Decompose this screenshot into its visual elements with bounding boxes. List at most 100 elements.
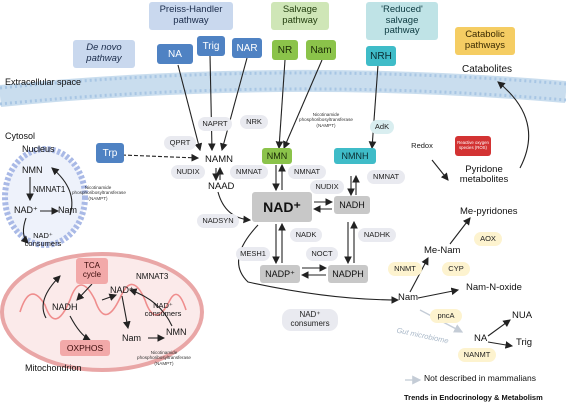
nmn-label: NMN bbox=[266, 151, 288, 161]
mito-nmn-label: NMN bbox=[166, 327, 187, 337]
enzyme-adk: AdK bbox=[370, 120, 394, 134]
precursor-nar-label: NAR bbox=[236, 42, 258, 54]
enzyme-noct: NOCT bbox=[306, 247, 338, 261]
mito-nam-label: Nam bbox=[122, 333, 142, 343]
precursor-nam-label: Nam bbox=[310, 44, 332, 56]
nam-label: Nam bbox=[398, 292, 419, 303]
enzyme-nmnat-1-label: NMNAT bbox=[235, 166, 263, 176]
nadh-label: NADH bbox=[339, 200, 365, 210]
naad-label: NAAD bbox=[208, 181, 235, 192]
enzyme-nmnat-1: NMNAT bbox=[230, 165, 268, 179]
enzyme-nadsyn: NADSYN bbox=[197, 214, 239, 228]
nad-label: NAD⁺ bbox=[263, 198, 301, 215]
me-pyridones-label: Me-pyridones bbox=[460, 206, 518, 217]
journal-footer: Trends in Endocrinology & Metabolism bbox=[404, 393, 543, 402]
nmnh-label: NMNH bbox=[341, 151, 369, 161]
nad-consumers-cytosol-label: NAD⁺ consumers bbox=[290, 310, 330, 328]
enzyme-nrk-label: NRK bbox=[246, 116, 262, 126]
nucleus-label: Nucleus bbox=[22, 144, 55, 154]
extracellular-label: Extracellular space bbox=[5, 77, 82, 87]
nadp-label: NADP⁺ bbox=[265, 268, 295, 279]
enzyme-nrk: NRK bbox=[240, 115, 268, 129]
nad-consumers-cytosol: NAD⁺ consumers bbox=[282, 309, 338, 331]
enzyme-cyp-label: CYP bbox=[448, 263, 464, 273]
nua-label: NUA bbox=[512, 310, 533, 321]
cytosol-label: Cytosol bbox=[5, 131, 36, 141]
ros-box: Reactive oxygen species (ROS) bbox=[455, 136, 491, 156]
enzyme-noct-label: NOCT bbox=[311, 248, 333, 258]
ros-label: Reactive oxygen species (ROS) bbox=[457, 140, 489, 150]
nucleus-nampt-label: Nicotinamide phosphoribosyltransferase (… bbox=[72, 185, 126, 201]
namn-label: NAMN bbox=[205, 154, 233, 165]
precursor-trp: Trp bbox=[96, 143, 124, 163]
enzyme-aox: AOX bbox=[474, 232, 502, 246]
tca-cycle-box: TCA cycle bbox=[76, 258, 108, 284]
nmnh-box: NMNH bbox=[334, 148, 376, 164]
nucleus-nam-label: Nam bbox=[58, 205, 78, 215]
enzyme-naprt: NAPRT bbox=[198, 117, 232, 131]
preiss-handler-pathway-label: Preiss-Handler pathway bbox=[149, 2, 233, 30]
mito-nampt-label: Nicotinamide phosphoribosyltransferase (… bbox=[137, 350, 191, 366]
enzyme-nadsyn-label: NADSYN bbox=[202, 215, 234, 225]
nam-n-oxide-label: Nam-N-oxide bbox=[466, 282, 522, 293]
salvage-text: Salvage pathway bbox=[282, 4, 318, 26]
nad-box: NAD⁺ bbox=[252, 192, 312, 222]
enzyme-adk-label: AdK bbox=[374, 121, 390, 131]
mitochondrion-membrane bbox=[0, 252, 204, 372]
enzyme-qprt-label: QPRT bbox=[169, 137, 191, 147]
enzyme-redox-label: Redox bbox=[411, 140, 433, 150]
de-novo-pathway-label: De novo pathway bbox=[73, 40, 135, 68]
nadph-box: NADPH bbox=[328, 265, 368, 283]
precursor-na-label: NA bbox=[168, 48, 182, 60]
mito-nmnat3-label: NMNAT3 bbox=[136, 272, 169, 281]
precursor-trig: Trig bbox=[197, 36, 225, 56]
nucleus-consumers-label: NAD⁺ consumers bbox=[24, 231, 62, 249]
enzyme-nnmt-label: NNMT bbox=[394, 263, 416, 273]
me-nam-label: Me-Nam bbox=[424, 245, 461, 256]
precursor-nr: NR bbox=[272, 40, 298, 60]
preiss-handler-text: Preiss-Handler pathway bbox=[159, 4, 223, 26]
precursor-na: NA bbox=[157, 44, 193, 64]
nucleus-nad-label: NAD⁺ bbox=[14, 205, 38, 215]
enzyme-naprt-label: NAPRT bbox=[202, 118, 228, 128]
enzyme-nnmt: NNMT bbox=[388, 262, 422, 276]
cell-membrane bbox=[0, 69, 566, 107]
precursor-trig-label: Trig bbox=[202, 40, 220, 52]
precursor-nrh: NRH bbox=[366, 46, 396, 66]
enzyme-nanmt: NANMT bbox=[458, 348, 496, 362]
oxphos-label: OXPHOS bbox=[66, 343, 104, 353]
enzyme-nadhk-label: NADHK bbox=[363, 229, 391, 239]
enzyme-nmnat-2: NMNAT bbox=[288, 165, 326, 179]
enzyme-nadk: NADK bbox=[290, 228, 322, 242]
enzyme-qprt: QPRT bbox=[164, 136, 196, 150]
enzyme-nmnat-3-label: NMNAT bbox=[372, 171, 400, 181]
catabolites-label: Catabolites bbox=[462, 64, 513, 75]
mitochondrion-label: Mitochondrion bbox=[25, 363, 82, 373]
catabolic-pathways-label: Catabolic pathways bbox=[455, 27, 515, 55]
mito-consumers-label: NAD⁺ consumers bbox=[144, 301, 182, 319]
oxphos-box: OXPHOS bbox=[60, 340, 110, 356]
enzyme-redox: Redox bbox=[406, 139, 438, 153]
precursor-trp-label: Trp bbox=[102, 147, 118, 159]
enzyme-cyp: CYP bbox=[442, 262, 470, 276]
enzyme-nadhk: NADHK bbox=[358, 228, 396, 242]
nampt-cytosol-label: Nicotinamide phosphoribosyltransferase (… bbox=[299, 112, 353, 128]
enzyme-nudix-2: NUDIX bbox=[310, 180, 344, 194]
enzyme-nanmt-label: NANMT bbox=[463, 349, 491, 359]
reduced-salvage-text: 'Reduced' salvage pathway bbox=[381, 3, 423, 37]
precursor-nrh-label: NRH bbox=[370, 50, 392, 62]
enzyme-nmnat-2-label: NMNAT bbox=[293, 166, 321, 176]
nucleus-nmn-label: NMN bbox=[22, 165, 43, 175]
enzyme-pnca: pncA bbox=[430, 309, 462, 323]
catabolic-text: Catabolic pathways bbox=[464, 29, 506, 51]
enzyme-nadk-label: NADK bbox=[295, 229, 317, 239]
precursor-nam: Nam bbox=[306, 40, 336, 60]
tca-cycle-label: TCA cycle bbox=[82, 261, 102, 279]
precursor-nar: NAR bbox=[232, 38, 262, 58]
pyridone-metabolites-label: Pyridone metabolites bbox=[459, 164, 509, 186]
enzyme-pnca-label: pncA bbox=[437, 310, 455, 320]
precursor-nr-label: NR bbox=[277, 44, 293, 56]
enzyme-mesh1-label: MESH1 bbox=[240, 248, 266, 258]
enzyme-mesh1: MESH1 bbox=[236, 247, 270, 261]
